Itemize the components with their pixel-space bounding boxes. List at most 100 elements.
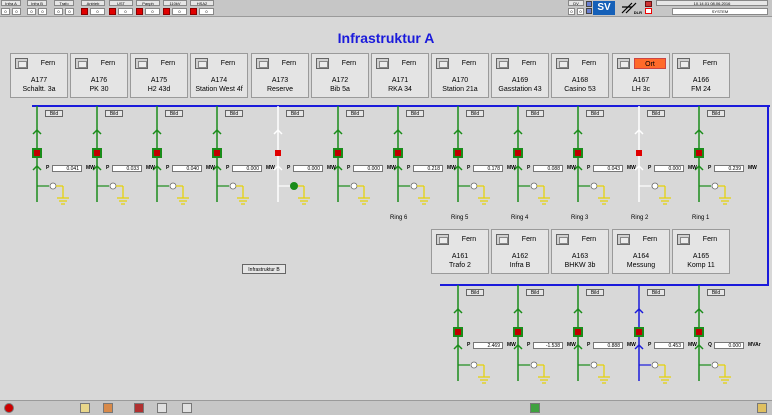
bild-button[interactable]: Bild [526,110,544,117]
control-mode: Fern [702,236,718,243]
switch-icon[interactable] [195,58,208,69]
event-list-icon[interactable] [134,403,144,413]
switch-icon[interactable] [677,58,690,69]
bild-button[interactable]: Bild [586,289,604,296]
switch-icon[interactable] [556,58,569,69]
feeder-id: A169 [511,77,529,84]
settings-icon[interactable] [757,403,767,413]
switch-icon[interactable] [436,234,449,245]
switch-icon[interactable] [15,58,28,69]
measurement-value: 0.000 [293,165,323,172]
home-icon[interactable] [530,403,540,413]
switch-icon[interactable] [496,234,509,245]
bild-button[interactable]: Bild [406,110,424,117]
alarm-count: 0 [172,8,187,15]
switch-icon[interactable] [135,58,148,69]
switch-icon[interactable] [436,58,449,69]
measurement-value: 0.000 [654,165,684,172]
feeder-name: Komp 11 [687,262,715,269]
switch-icon[interactable] [256,58,269,69]
switch-icon[interactable] [496,58,509,69]
chevron-icon [453,128,463,135]
bild-button[interactable]: Bild [286,110,304,117]
bild-button[interactable]: Bild [466,110,484,117]
chevron-icon [694,128,704,135]
alarm-group-110kv[interactable]: 110kV 0 [163,0,187,15]
switch-icon[interactable] [316,58,329,69]
breaker-icon [212,148,222,158]
alarm-group-hsa2[interactable]: HSA2 0 [190,0,214,15]
alarm-group-ust[interactable]: UST 0 [109,0,133,15]
printer-icon[interactable] [645,1,652,7]
disconnector-icon [350,182,358,190]
switch-icon[interactable] [75,58,88,69]
alarm-group-panph[interactable]: Panph 0 [136,0,160,15]
alarm-list-icon[interactable] [103,403,113,413]
feeder-id: A175 [150,77,168,84]
disconnector-icon [49,182,57,190]
bild-button[interactable]: Bild [526,289,544,296]
chevron-icon [92,128,102,135]
bild-button[interactable]: Bild [707,110,725,117]
bild-button[interactable]: Bild [105,110,123,117]
monitor-icon[interactable] [586,1,592,7]
switch-icon[interactable] [376,58,389,69]
bild-button[interactable]: Bild [165,110,183,117]
no-sound-icon[interactable] [645,8,652,14]
alarm-group-infra-b[interactable]: Infra B 0 0 [27,0,47,15]
document-icon[interactable] [157,403,167,413]
alarm-group-antrieb[interactable]: Antrieb 0 [81,0,105,15]
measurement-label: P [467,165,471,171]
measurement-value: 0.218 [413,165,443,172]
help-icon[interactable] [182,403,192,413]
measurement-value: 0.000 [232,165,262,172]
disconnector-icon [109,182,117,190]
feeder-id: A170 [451,77,469,84]
bild-button[interactable]: Bild [225,110,243,117]
switch-icon[interactable] [677,234,690,245]
switch-icon[interactable] [617,58,630,69]
feeder-name: Infra B [509,262,531,269]
switch-icon[interactable] [617,234,630,245]
breaker-icon [393,148,403,158]
measurement-unit: MVAr [748,342,761,348]
measurement-value: -1.538 [533,342,563,349]
feeder-id: A166 [692,77,710,84]
alarm-group-trafo[interactable]: Trafo 0 0 [54,0,74,15]
bild-button[interactable]: Bild [586,110,604,117]
monitor-icon[interactable] [586,8,592,14]
alarm-group-infra-a[interactable]: Infra A 0 0 [1,0,21,15]
feeder-id: A171 [391,77,409,84]
bild-button[interactable]: Bild [647,289,665,296]
folder-icon[interactable] [80,403,90,413]
feeder-name: Bib 5a [330,86,350,93]
bild-button[interactable]: Bild [707,289,725,296]
alarm-group-label: HSA2 [190,0,214,6]
chevron-icon [694,164,704,171]
infrastruktur-b-button[interactable]: Infrastruktur B [242,264,286,274]
switch-icon[interactable] [556,234,569,245]
exit-icon[interactable] [4,403,14,413]
bild-button[interactable]: Bild [346,110,364,117]
bild-button[interactable]: Bild [466,289,484,296]
dv-count: 0 [568,8,575,15]
bild-button[interactable]: Bild [647,110,665,117]
bild-button[interactable]: Bild [45,110,63,117]
